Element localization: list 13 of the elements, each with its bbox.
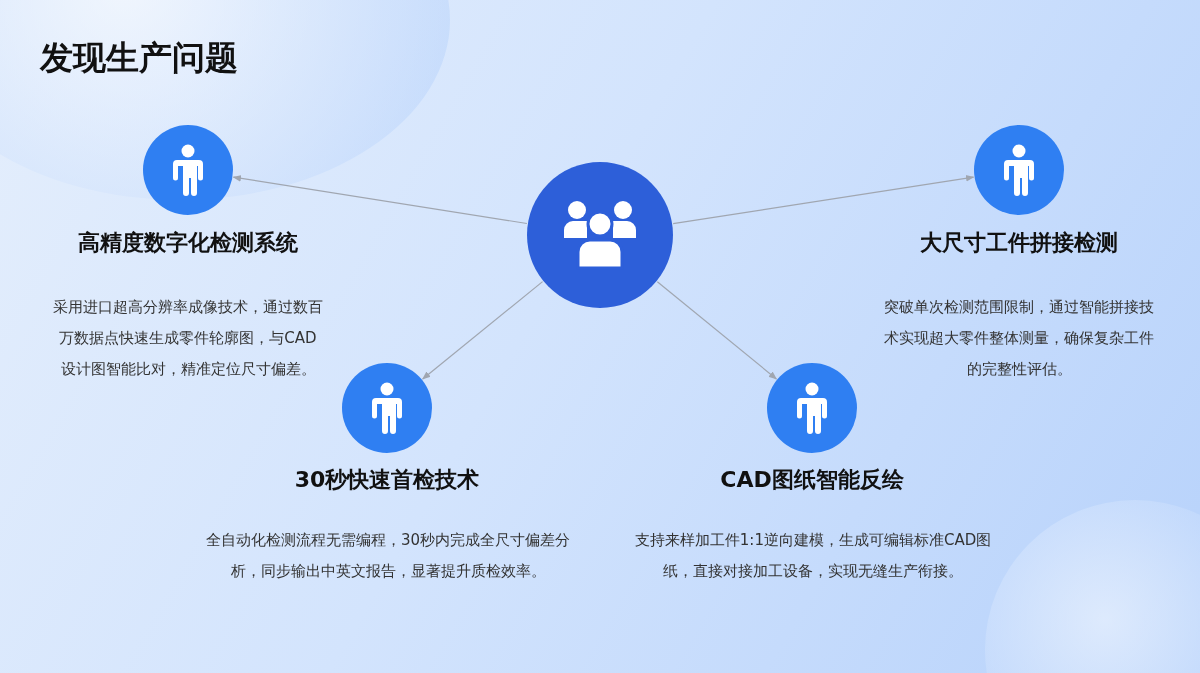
item-description: 突破单次检测范围限制，通过智能拼接技术实现超大零件整体测量，确保复杂工件的完整性评估。	[883, 297, 1155, 380]
arrow	[656, 281, 777, 380]
page-title: 发现生产问题	[40, 37, 238, 79]
item-description: 支持来样加工件1:1逆向建模，生成可编辑标准CAD图纸，直接对接加工设备，实现无缝生产衔接。	[633, 530, 993, 582]
item-heading: 30秒快速首检技术	[294, 466, 480, 494]
item-description: 全自动化检测流程无需编程，30秒内完成全尺寸偏差分析，同步输出中英文报告，显著提升质检效率。	[204, 530, 572, 582]
item-heading: CAD图纸智能反绘	[720, 466, 904, 494]
arrow	[422, 281, 544, 380]
item-description: 采用进口超高分辨率成像技术，通过数百万数据点快速生成零件轮廓图，与CAD设计图智能比对，精准定位尺寸偏差。	[52, 297, 324, 380]
arrow	[672, 174, 975, 225]
item-heading: 高精度数字化检测系统	[78, 229, 298, 257]
item-heading: 大尺寸工件拼接检测	[920, 229, 1118, 257]
arrow	[232, 175, 528, 225]
